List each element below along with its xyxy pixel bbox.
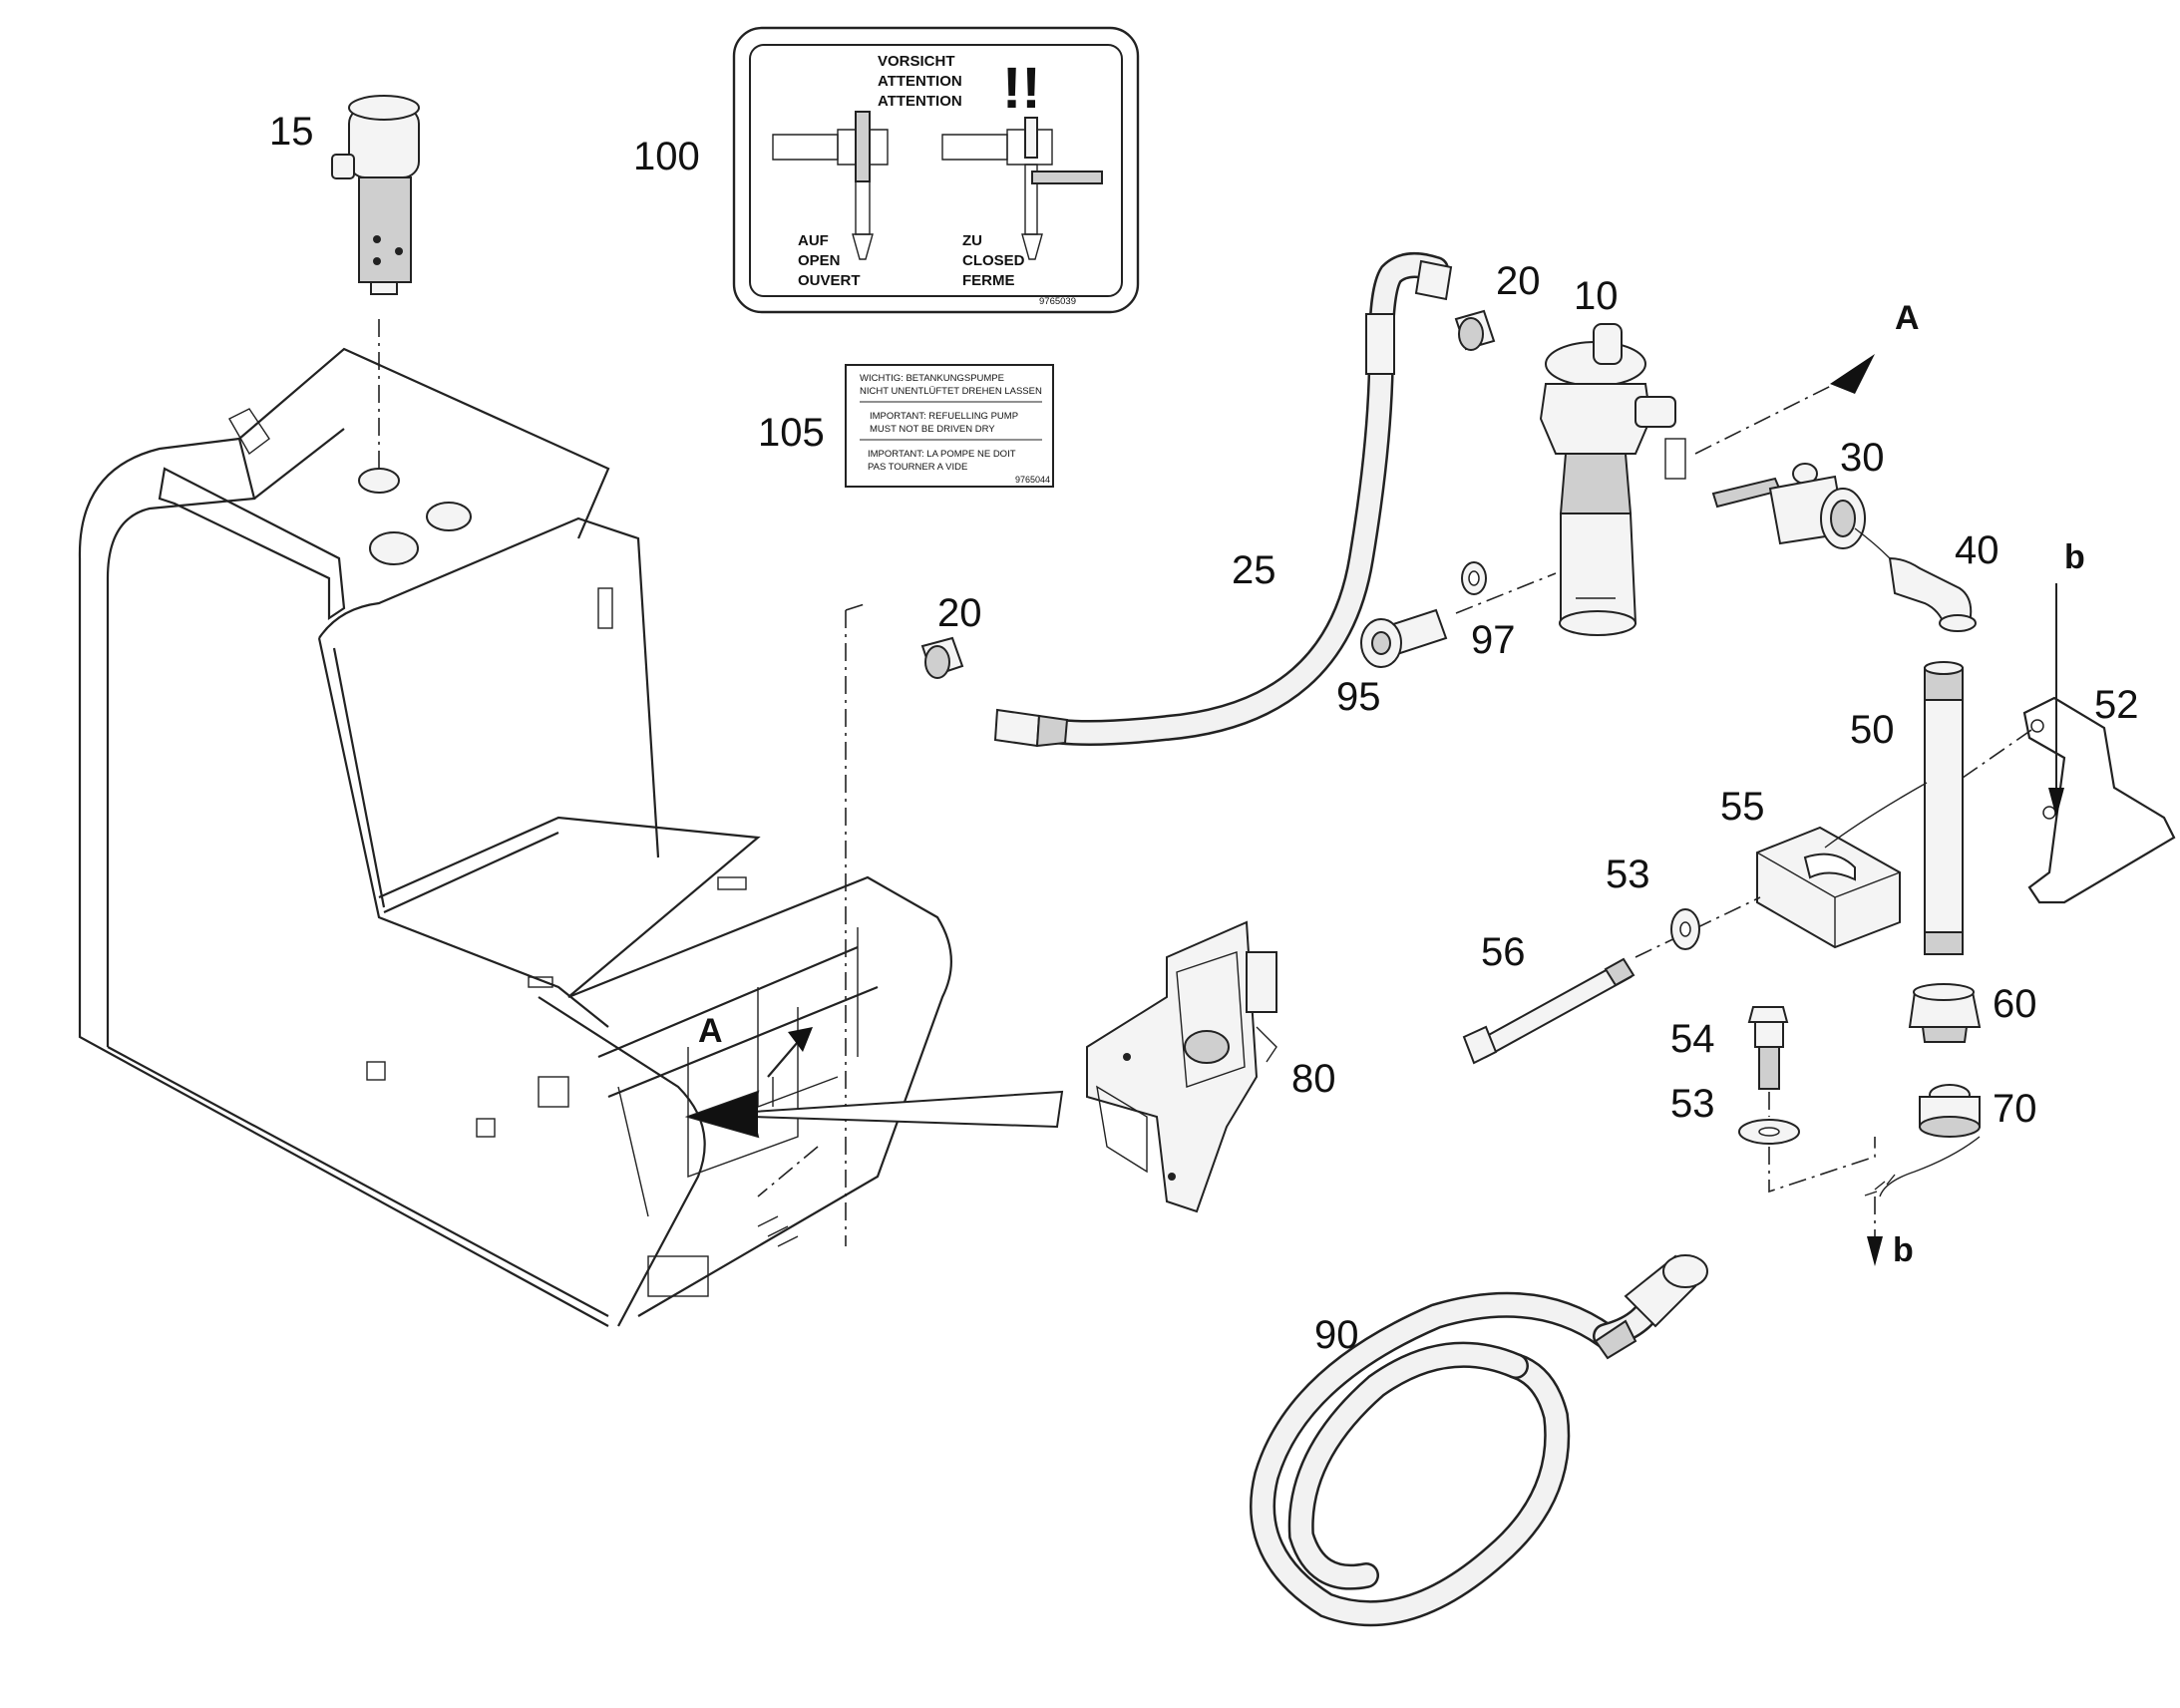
- svg-text:!!: !!: [1002, 56, 1041, 121]
- arrow-b-lower: b: [1867, 1196, 1914, 1269]
- svg-text:IMPORTANT: LA POMPE NE DOIT: IMPORTANT: LA POMPE NE DOIT: [868, 449, 1016, 460]
- callout-80: 80: [1291, 1057, 1336, 1101]
- callout-40: 40: [1955, 528, 1999, 572]
- svg-text:VORSICHT: VORSICHT: [878, 53, 955, 70]
- callout-50: 50: [1850, 708, 1895, 752]
- part-55-clamp: [1756, 826, 1901, 949]
- svg-text:A: A: [698, 1012, 723, 1050]
- callout-54: 54: [1670, 1017, 1715, 1061]
- callout-20-lower: 20: [937, 591, 982, 635]
- callout-90: 90: [1314, 1313, 1359, 1357]
- svg-text:PAS TOURNER A VIDE: PAS TOURNER A VIDE: [868, 462, 967, 473]
- part-40-elbow: [1888, 556, 1977, 632]
- svg-text:CLOSED: CLOSED: [962, 252, 1025, 269]
- filler-neck: [358, 468, 400, 494]
- callout-53-upper: 53: [1606, 853, 1650, 896]
- machine-housing: [78, 347, 952, 1327]
- callout-70: 70: [1993, 1087, 2037, 1131]
- callout-52: 52: [2094, 683, 2139, 727]
- slot: [528, 976, 553, 988]
- callout-105: 105: [758, 411, 825, 455]
- svg-text:AUF: AUF: [798, 232, 829, 249]
- part-95-screw: [1360, 608, 1448, 668]
- svg-text:ATTENTION: ATTENTION: [878, 73, 962, 90]
- part-60-coupling: [1908, 983, 1982, 1043]
- info-label-105: WICHTIG: BETANKUNGSPUMPE NICHT UNENTLÜFT…: [845, 364, 1054, 488]
- callout-60: 60: [1993, 982, 2037, 1026]
- arrow-a-outer: A: [1694, 299, 1920, 455]
- vent-slots: [757, 1215, 799, 1247]
- part-10-pump: [1539, 323, 1686, 636]
- part-54-bolt: [1747, 1006, 1789, 1090]
- fastener: [366, 1061, 386, 1081]
- svg-text:FERME: FERME: [962, 272, 1015, 289]
- callout-10: 10: [1574, 274, 1619, 318]
- part-50-suction-tube: [1924, 661, 1964, 955]
- svg-text:b: b: [1893, 1231, 1914, 1269]
- part-97-washer: [1461, 561, 1487, 595]
- svg-text:ATTENTION: ATTENTION: [878, 93, 962, 110]
- callout-20-upper: 20: [1496, 259, 1541, 303]
- part-90-coiled-hose: [1250, 1254, 1708, 1627]
- callout-95: 95: [1336, 675, 1381, 719]
- part-20-fitting-upper: [1454, 309, 1496, 351]
- arrow-a-inner: A: [698, 1012, 813, 1107]
- svg-text:WICHTIG: BETANKUNGSPUMPE: WICHTIG: BETANKUNGSPUMPE: [860, 373, 1004, 384]
- svg-text:OPEN: OPEN: [798, 252, 841, 269]
- part-52-bracket: [2022, 696, 2176, 904]
- part-30-ball-valve: [1711, 463, 1866, 549]
- svg-text:MUST NOT BE DRIVEN DRY: MUST NOT BE DRIVEN DRY: [870, 424, 995, 435]
- svg-text:9765044: 9765044: [1015, 475, 1050, 485]
- callout-56: 56: [1481, 930, 1526, 974]
- warning-label-100: VORSICHT ATTENTION ATTENTION !! AUF OPEN…: [732, 26, 1140, 314]
- svg-text:b: b: [2064, 538, 2085, 576]
- callout-97: 97: [1471, 618, 1516, 662]
- callout-25: 25: [1232, 548, 1276, 592]
- leader-arrow-to-80: [684, 1090, 1064, 1139]
- part-70-cap: [1864, 1084, 1981, 1197]
- access-port: [538, 1076, 569, 1108]
- slot: [597, 587, 613, 629]
- part-53-washer-lower: [1738, 1119, 1800, 1145]
- part-56-bolt: [1462, 957, 1635, 1065]
- svg-text:A: A: [1895, 299, 1920, 337]
- arrow-b-upper: b: [2048, 538, 2085, 818]
- tank-cap-left: [369, 531, 419, 565]
- callout-55: 55: [1720, 785, 1765, 829]
- part-20-fitting-lower: [920, 636, 964, 679]
- fastener: [476, 1118, 496, 1138]
- callout-15: 15: [269, 110, 314, 154]
- part-80-pump-housing: [1086, 920, 1277, 1213]
- svg-text:ZU: ZU: [962, 232, 982, 249]
- tank-cap-right: [426, 502, 472, 531]
- svg-text:NICHT UNENTLÜFTET DREHEN LASSE: NICHT UNENTLÜFTET DREHEN LASSEN: [860, 386, 1042, 397]
- svg-text:IMPORTANT: REFUELLING PUMP: IMPORTANT: REFUELLING PUMP: [870, 411, 1018, 422]
- vent-grille: [647, 1255, 709, 1297]
- callout-30: 30: [1840, 436, 1885, 480]
- callout-53-lower: 53: [1670, 1082, 1715, 1126]
- part-25-hose: [993, 252, 1453, 748]
- svg-text:OUVERT: OUVERT: [798, 272, 861, 289]
- part-53-washer-upper: [1670, 908, 1700, 950]
- slot: [717, 876, 747, 890]
- callout-100: 100: [633, 135, 700, 178]
- part-15-breather: [331, 95, 420, 295]
- svg-text:9765039: 9765039: [1039, 296, 1076, 307]
